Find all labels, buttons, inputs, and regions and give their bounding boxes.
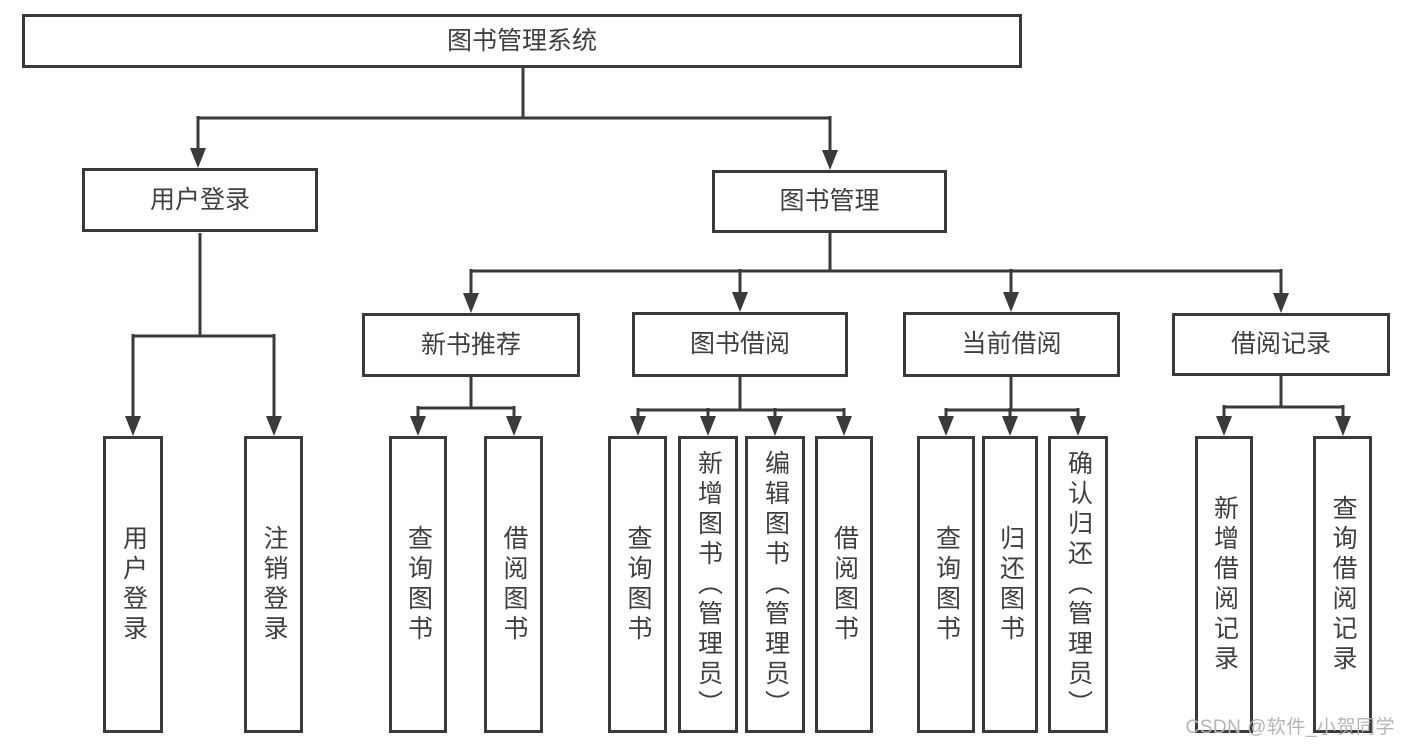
node-leaf-add-borrow-record: 新增借阅记录 <box>1195 436 1253 733</box>
node-label: 图书管理 <box>779 187 880 215</box>
node-label: 用户登录 <box>119 524 148 645</box>
node-label: 借阅图书 <box>500 524 528 645</box>
node-root-system: 图书管理系统 <box>22 14 1022 68</box>
node-label: 借阅图书 <box>830 524 859 645</box>
node-leaf-query-books-borrowing: 查询图书 <box>608 436 667 733</box>
node-leaf-user-login: 用户登录 <box>103 436 163 733</box>
node-label: 查询图书 <box>404 524 433 645</box>
node-user-login: 用户登录 <box>82 168 318 232</box>
node-leaf-borrow-books-recommend: 借阅图书 <box>484 436 543 733</box>
node-label: 当前借阅 <box>961 330 1062 358</box>
node-label: 新增图书（管理员） <box>694 449 723 720</box>
node-new-book-recommend: 新书推荐 <box>362 313 580 377</box>
node-label: 新书推荐 <box>420 330 521 359</box>
node-book-borrowing: 图书借阅 <box>632 312 848 377</box>
node-leaf-logout: 注销登录 <box>244 436 303 733</box>
node-current-borrowing: 当前借阅 <box>903 312 1120 377</box>
node-label: 查询图书 <box>932 524 961 645</box>
node-label: 借阅记录 <box>1230 330 1331 358</box>
node-label: 归还图书 <box>996 524 1025 645</box>
node-label: 编辑图书（管理员） <box>761 449 790 720</box>
watermark: CSDN @软件_小贺同学 <box>1185 717 1395 738</box>
node-label: 查询借阅记录 <box>1329 494 1357 675</box>
node-leaf-query-books-recommend: 查询图书 <box>389 436 447 733</box>
node-borrowing-records: 借阅记录 <box>1172 313 1390 376</box>
node-label: 注销登录 <box>260 524 288 645</box>
node-leaf-return-book: 归还图书 <box>982 436 1038 733</box>
node-leaf-add-book-admin: 新增图书（管理员） <box>678 436 738 733</box>
node-label: 图书管理系统 <box>446 26 597 55</box>
node-leaf-borrow-books-borrowing: 借阅图书 <box>815 436 873 733</box>
node-leaf-query-books-current: 查询图书 <box>917 436 975 733</box>
node-label: 新增借阅记录 <box>1210 494 1239 675</box>
node-leaf-edit-book-admin: 编辑图书（管理员） <box>745 436 805 733</box>
node-book-management: 图书管理 <box>712 170 947 233</box>
node-leaf-query-borrow-record: 查询借阅记录 <box>1313 436 1372 733</box>
node-label: 图书借阅 <box>689 330 790 358</box>
node-leaf-confirm-return-admin: 确认归还（管理员） <box>1048 436 1108 733</box>
node-label: 用户登录 <box>149 185 250 214</box>
node-label: 查询图书 <box>624 524 652 645</box>
node-label: 确认归还（管理员） <box>1064 449 1093 720</box>
